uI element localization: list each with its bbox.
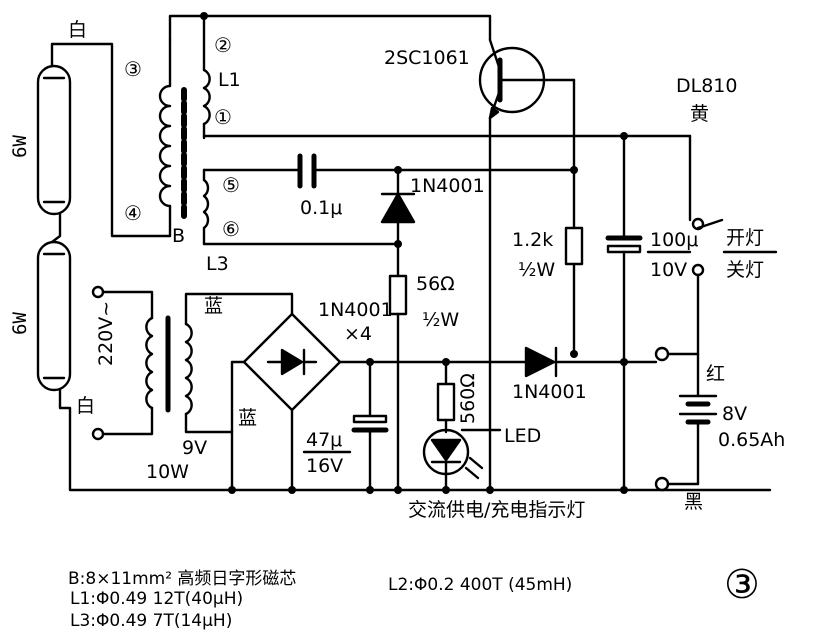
diode-top-label: 1N4001 <box>410 175 485 197</box>
pin-1-label: ① <box>214 105 232 129</box>
mains-transformer <box>91 285 294 492</box>
wire-l2-top <box>168 14 492 42</box>
lamp-lower-watt: 6W <box>9 312 31 335</box>
mains-wire-top: 蓝 <box>204 295 223 317</box>
switch-model: DL810 <box>676 75 737 97</box>
pin-6-label: ⑥ <box>222 217 240 241</box>
diode-charge-label: 1N4001 <box>512 381 587 403</box>
junction <box>366 358 374 366</box>
switch-off-label: 关灯 <box>726 259 764 281</box>
capacitor-100u-value: 100μ <box>650 229 698 251</box>
junction <box>442 358 450 366</box>
bridge-rectifier <box>230 312 528 492</box>
junction <box>570 166 578 174</box>
battery-capacity: 0.65Ah <box>718 429 785 451</box>
mains-voltage: 220V~ <box>95 301 117 366</box>
lamp-lower: 6W <box>9 240 72 392</box>
resistor-560-value: 560Ω <box>457 373 479 424</box>
junction <box>228 486 236 494</box>
lamp-upper: 6W <box>9 64 72 216</box>
transistor-2sc1061 <box>478 38 576 120</box>
lamp-wiring <box>50 42 772 492</box>
capacitor-100u-voltage: 10V <box>650 259 687 281</box>
transformer-b <box>158 14 211 246</box>
junction <box>620 486 628 494</box>
junction <box>620 358 628 366</box>
junction <box>200 12 208 20</box>
wire-emitter <box>202 116 492 138</box>
junction <box>366 486 374 494</box>
resistor-1-2k <box>564 226 584 356</box>
winding-notes: B:8×11mm² 高频日字形磁芯 L1:Φ0.49 12T(40μH) L3:… <box>68 569 572 631</box>
note-l1: L1:Φ0.49 12T(40μH) <box>70 589 243 609</box>
junction <box>288 486 296 494</box>
resistor-56-power: ½W <box>422 309 459 331</box>
pin-3-label: ③ <box>124 57 142 81</box>
junction <box>394 240 402 248</box>
lamp-upper-watt: 6W <box>9 135 31 158</box>
transformer-b-label: B <box>172 225 185 247</box>
note-core: B:8×11mm² 高频日字形磁芯 <box>68 569 296 589</box>
junction <box>486 486 494 494</box>
capacitor-100u <box>605 134 643 492</box>
pin-5-label: ⑤ <box>222 173 240 197</box>
led-caption: 交流供电/充电指示灯 <box>408 499 585 521</box>
battery-voltage: 8V <box>722 403 747 425</box>
capacitor-0-1u-label: 0.1μ <box>300 197 342 219</box>
resistor-56-ohm <box>388 274 408 492</box>
resistor-560-ohm <box>436 360 456 434</box>
l1-label: L1 <box>218 69 241 91</box>
capacitor-47u <box>351 360 389 492</box>
junction <box>570 350 578 358</box>
note-l3: L3:Φ0.49 7T(14μH) <box>70 611 232 631</box>
transistor-label: 2SC1061 <box>384 47 470 69</box>
diode-1n4001-charge <box>524 346 658 378</box>
battery-minus-color: 黑 <box>684 491 703 513</box>
pin-2-label: ② <box>214 33 232 57</box>
junction <box>394 486 402 494</box>
figure-number: ③ <box>724 562 760 608</box>
battery-plus-color: 红 <box>706 363 725 385</box>
capacitor-0-1u <box>202 153 576 189</box>
junction <box>620 132 628 140</box>
switch-dl810 <box>688 134 724 356</box>
junction <box>442 486 450 494</box>
note-l2: L2:Φ0.2 400T (45mH) <box>388 575 572 595</box>
led-indicator <box>422 428 502 492</box>
diode-1n4001-top <box>380 168 416 278</box>
bridge-count: ×4 <box>344 323 372 345</box>
resistor-56-value: 56Ω <box>416 273 455 295</box>
lamp-wire-bottom-label: 白 <box>76 395 95 417</box>
capacitor-47u-voltage: 16V <box>306 455 343 477</box>
mains-power: 10W <box>146 461 189 483</box>
switch-on-label: 开灯 <box>726 227 764 249</box>
pin-4-label: ④ <box>124 201 142 225</box>
mains-wire-bottom: 蓝 <box>238 407 257 429</box>
l3-label: L3 <box>206 253 229 275</box>
led-label: LED <box>504 425 541 447</box>
bridge-label: 1N4001 <box>318 299 393 321</box>
lamp-wire-top-label: 白 <box>68 19 87 41</box>
battery-8v <box>654 346 718 492</box>
resistor-1-2k-value: 1.2k <box>512 229 553 251</box>
resistor-1-2k-power: ½W <box>518 259 555 281</box>
switch-color: 黄 <box>690 103 709 125</box>
capacitor-47u-value: 47μ <box>306 429 342 451</box>
mains-secondary-voltage: 9V <box>182 437 207 459</box>
